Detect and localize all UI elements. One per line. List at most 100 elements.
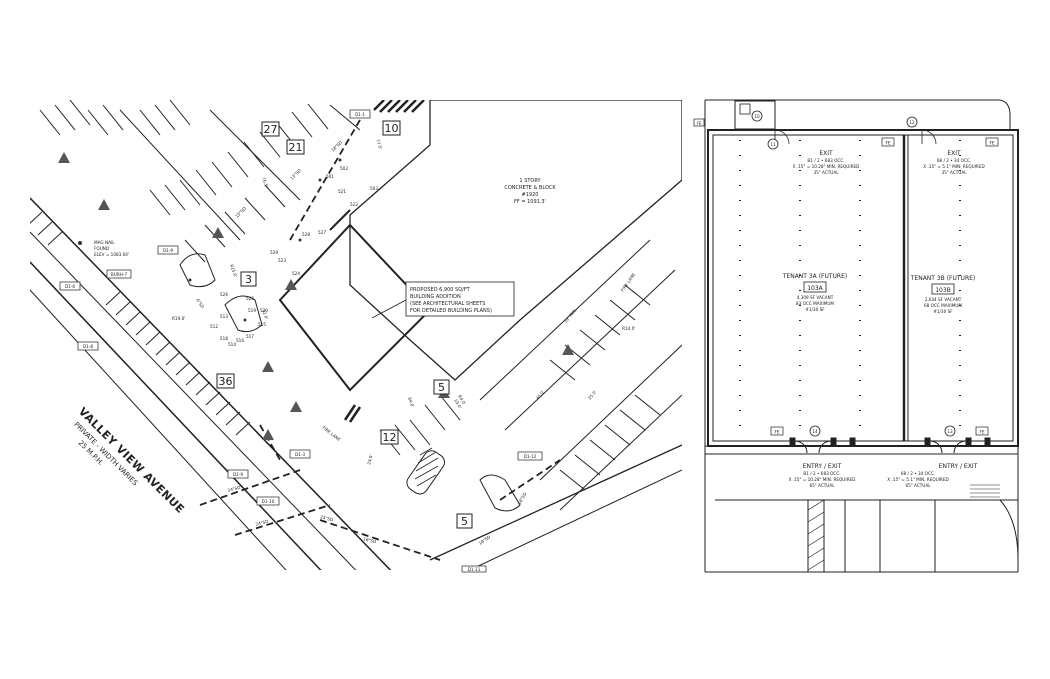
- tenant-name: TENANT 3B (FUTURE): [910, 275, 976, 282]
- detail-tags: D1-1 D1-6 D1-8 D1-9 BURH-7 D1-3 D1-9 D1-…: [59, 109, 543, 573]
- spot-dots: [78, 158, 342, 322]
- door-swing: [921, 129, 937, 145]
- pier-hatch: [807, 499, 825, 571]
- detail-tag: D1-11: [461, 565, 487, 573]
- parking-count-box: 36: [216, 373, 235, 389]
- entry-title: ENTRY / EXIT: [803, 463, 842, 470]
- door-tag-label: 11: [770, 142, 776, 147]
- existing-building-outline: [349, 100, 682, 381]
- hatched-island: [406, 450, 445, 495]
- door-tag-label: 10: [754, 114, 760, 119]
- fe-label: FE: [979, 430, 984, 435]
- dimension-label: 18"SD: [517, 492, 528, 506]
- spot-label: 502: [340, 166, 348, 171]
- entry-label-left: ENTRY / EXIT B1 / 2 • 683 OCC. X .15" = …: [789, 463, 856, 488]
- road-edge-line: [30, 231, 357, 570]
- building-line-4: FF = 1091.3': [514, 199, 546, 205]
- parking-count-box: 27: [261, 121, 280, 137]
- drive-aisle-line: [429, 444, 682, 561]
- door-tag-circles: [751, 110, 956, 437]
- dimension-label: R15.0': [229, 264, 238, 278]
- dimension-label: 19.0': [453, 398, 463, 410]
- dimension-label: 32.0': [261, 309, 269, 321]
- svg-text:10: 10: [385, 122, 399, 135]
- exit-actual: 35" ACTUAL: [941, 170, 967, 175]
- room-number: 103B: [935, 287, 951, 294]
- dimension-label: 24"SD: [227, 485, 241, 493]
- drive-aisle-line: [469, 469, 682, 570]
- road-edge-line: [30, 261, 322, 570]
- road-edge-line: [30, 289, 287, 570]
- door-tag-label: 13: [947, 429, 953, 434]
- utility-fixture: [739, 103, 751, 115]
- detail-tag: D1-8: [77, 341, 99, 351]
- spot-label: 522: [350, 202, 358, 207]
- door-tag-label: 14: [812, 429, 818, 434]
- detail-tag: D1-12: [517, 451, 543, 461]
- detail-tag: D1-1: [349, 109, 371, 119]
- spot-label: 516: [236, 338, 244, 343]
- dimension-label: 64.0': [407, 397, 415, 409]
- dimension-label: 22' MIN.: [563, 307, 578, 323]
- spot-label: 527: [318, 230, 326, 235]
- dimension-label: 18"SD: [363, 536, 377, 544]
- parking-count-box: 21: [286, 139, 305, 155]
- parking-count-box: 3: [240, 271, 257, 287]
- fire-lane-label: FIRE LANE: [620, 272, 637, 293]
- dimension-label: 15"SD: [289, 168, 302, 181]
- curb-return: [999, 499, 1019, 572]
- svg-text:D1-12: D1-12: [524, 454, 537, 459]
- spot-label: 513: [220, 314, 228, 319]
- spot-label: 518: [220, 336, 228, 341]
- existing-building-label: 1 STORY CONCRETE & BLOCK #1920 FF = 1091…: [504, 178, 556, 205]
- exit-title: EXIT: [819, 150, 833, 157]
- spot-label: 525: [246, 296, 254, 301]
- tenant-load-factor: #1/30 SF: [805, 307, 825, 312]
- storm-drain-lines: [199, 119, 561, 561]
- spot-label: 520: [260, 308, 268, 313]
- tenant-area: 2,034 SF VACANT: [925, 297, 962, 302]
- mag-nail-note: MAG NAIL FOUND ELEV = 1083.04': [94, 240, 129, 257]
- tenant-occupancy: 68 OCC MAXIMUM: [924, 303, 962, 308]
- spot-label: 529: [270, 250, 278, 255]
- dark-hatch: [343, 100, 425, 423]
- detail-tag: D1-9: [157, 245, 179, 255]
- door-tag: [906, 116, 918, 128]
- proposed-note-line-4: FOR DETAILED BUILDING PLANS): [410, 308, 492, 314]
- dimension-label: 24"SD: [320, 514, 334, 522]
- building-line-1: 1 STORY: [519, 178, 541, 184]
- door-tag: [944, 425, 956, 437]
- street-label: VALLEY VIEW AVENUE PRIVATE - WIDTH VARIE…: [72, 405, 187, 516]
- spot-label: 528: [302, 232, 310, 237]
- island-hatch: [414, 447, 439, 487]
- tenant-name: TENANT 3A (FUTURE): [782, 273, 847, 280]
- wall-line: [329, 209, 351, 231]
- building-inner-wall: [712, 134, 1014, 442]
- aisle-line: [209, 109, 301, 201]
- site-plan: 1 STORY CONCRETE & BLOCK #1920 FF = 1091…: [30, 100, 682, 573]
- proposed-note-line-3: (SEE ARCHITECTURAL SHEETS: [410, 301, 485, 307]
- fire-lane-label: FIRE LANE: [321, 425, 341, 442]
- utility-room: [734, 100, 776, 130]
- spot-label: 501: [326, 174, 334, 179]
- spot-label: 503: [370, 186, 378, 191]
- dimension-label: 25.0': [587, 389, 598, 400]
- parking-count-box: 5: [433, 379, 450, 395]
- entry-label-right: ENTRY / EXIT 68 / 2 • 34 OCC. X .15" = 5…: [887, 463, 977, 488]
- dimension-label: 24"SD: [255, 519, 269, 527]
- room-number-box: [803, 281, 827, 293]
- svg-text:12: 12: [383, 431, 397, 444]
- svg-text:21: 21: [289, 141, 303, 154]
- dimension-label: 6"SD: [195, 298, 205, 309]
- svg-text:D1-6: D1-6: [65, 284, 75, 289]
- curb-island: [224, 295, 263, 333]
- spot-elevation-labels: 501 502 503 521 522 523 524 525 526 527 …: [210, 166, 378, 347]
- spot-label: 524: [292, 271, 300, 276]
- spot-label: 512: [210, 324, 218, 329]
- dimension-label: R14.0': [622, 326, 635, 331]
- dimension-label: R19.0': [172, 316, 185, 321]
- svg-text:D1-11: D1-11: [468, 567, 481, 572]
- door-tag: [751, 110, 763, 122]
- stair-lines: [970, 484, 1000, 498]
- drive-aisle-line: [504, 269, 676, 431]
